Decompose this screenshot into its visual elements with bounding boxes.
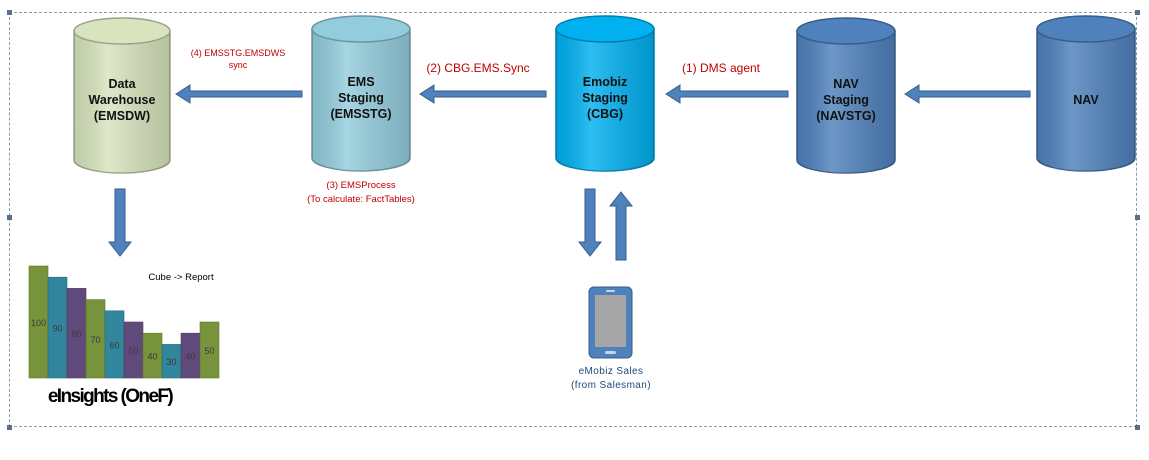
datawarehouse-label-line3: (EMSDW) [94, 109, 150, 123]
chart-bar-value-label: 50 [204, 346, 214, 356]
resize-handle-mid-right[interactable] [1135, 215, 1140, 220]
arrow-emsstaging-to-datawarehouse [175, 84, 303, 104]
emobiz-label-line3: (CBG) [587, 107, 623, 121]
label-emsdws-sync-line2: sync [229, 60, 248, 70]
label-dms-agent: (1) DMS agent [682, 61, 761, 75]
emsstaging-cylinder: EMS Staging (EMSSTG) [311, 15, 411, 172]
arrow-emobiz-to-mobile [577, 188, 603, 257]
chart-bar-value-label: 60 [109, 340, 119, 350]
resize-handle-top-right[interactable] [1135, 10, 1140, 15]
chart-bar-value-label: 30 [166, 357, 176, 367]
navstaging-label-line2: Staging [823, 93, 869, 107]
emobiz-label-line2: Staging [582, 91, 628, 105]
arrow-navstaging-to-emobiz [665, 84, 789, 104]
datawarehouse-label-line1: Data [108, 77, 136, 91]
smartphone-icon [588, 286, 633, 359]
chart-bar-value-label: 100 [31, 318, 46, 328]
datawarehouse-label-line2: Warehouse [89, 93, 156, 107]
mobile-caption-line2: (from Salesman) [571, 380, 651, 391]
resize-handle-bottom-left[interactable] [7, 425, 12, 430]
resize-handle-mid-left[interactable] [7, 215, 12, 220]
emsstaging-label-line1: EMS [347, 75, 374, 89]
emsstaging-label-line3: (EMSSTG) [330, 107, 391, 121]
chart-bar-value-label: 80 [71, 329, 81, 339]
navstaging-cylinder: NAV Staging (NAVSTG) [796, 17, 896, 174]
label-emsdws-sync-line1: (4) EMSSTG.EMSDWS [191, 48, 286, 58]
emsstaging-label-line2: Staging [338, 91, 384, 105]
label-cbg-sync: (2) CBG.EMS.Sync [426, 61, 529, 75]
navstaging-label-line1: NAV [833, 77, 859, 91]
resize-handle-top-left[interactable] [7, 10, 12, 15]
insights-title: eInsights (OneF) [48, 386, 174, 407]
nav-cylinder: NAV [1036, 15, 1136, 172]
arrow-nav-to-navstaging [904, 84, 1031, 104]
mobile-caption-line1: eMobiz Sales [579, 366, 644, 377]
chart-bar-value-label: 50 [128, 346, 138, 356]
chart-bar-value-label: 40 [185, 352, 195, 362]
chart-bar-value-label: 40 [147, 352, 157, 362]
chart-bar-value-label: 90 [52, 324, 62, 334]
label-cube-report: Cube -> Report [148, 272, 214, 283]
emobiz-label-line1: Emobiz [583, 75, 627, 89]
nav-top [1036, 15, 1136, 43]
nav-label-line1: NAV [1073, 93, 1099, 107]
arrow-datawarehouse-to-insights [107, 188, 133, 257]
datawarehouse-top [73, 17, 171, 45]
emobiz-top [555, 15, 655, 43]
label-ems-process-line1: (3) EMSProcess [326, 180, 395, 191]
resize-handle-bottom-right[interactable] [1135, 425, 1140, 430]
chart-bar-value-label: 70 [90, 335, 100, 345]
arrow-emobiz-to-emsstaging [419, 84, 547, 104]
navstaging-label-line3: (NAVSTG) [816, 109, 876, 123]
label-ems-process-line2: (To calculate: FactTables) [307, 194, 415, 205]
arrow-mobile-to-emobiz [608, 191, 634, 261]
emsstaging-top [311, 15, 411, 43]
chart-bar [199, 321, 220, 379]
insights-bar-chart: 100 90 80 70 60 50 40 30 40 50 [28, 265, 220, 379]
navstaging-top [796, 17, 896, 45]
